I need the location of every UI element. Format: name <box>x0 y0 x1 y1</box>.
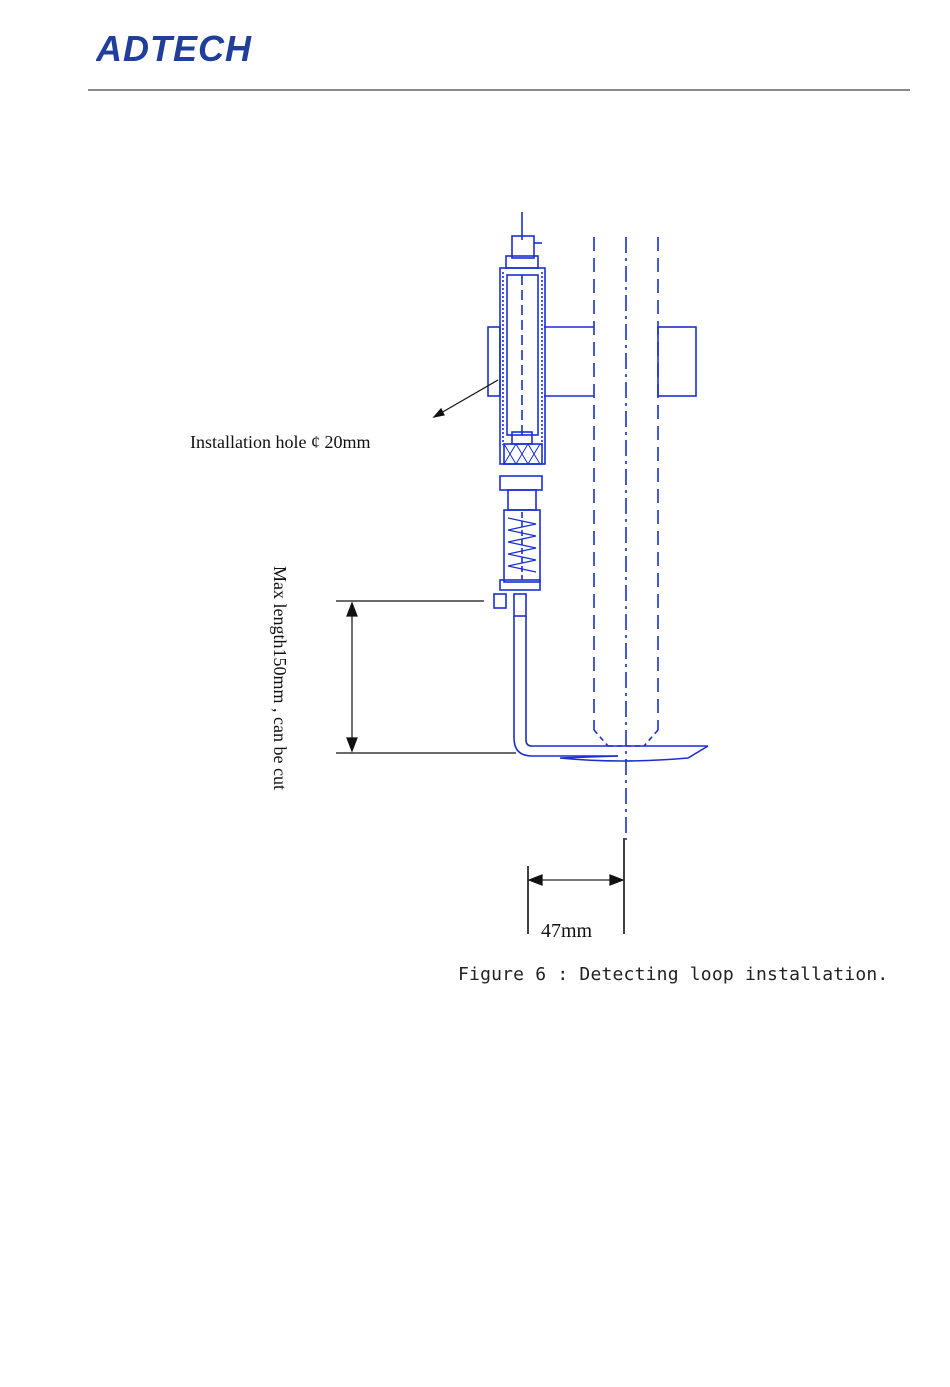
detecting-loop-plate <box>560 746 708 761</box>
holder-outer-flange <box>488 327 500 396</box>
lower-clip <box>494 594 506 608</box>
offset-arrow-left <box>529 875 542 885</box>
detecting-rod <box>514 616 618 756</box>
rod-head <box>514 594 526 616</box>
max-length-label: Max length150mm , can be cut <box>270 566 290 790</box>
coupler-ring <box>500 476 542 490</box>
nozzle-tip-right <box>644 730 658 746</box>
installation-hole-arrow <box>434 409 444 417</box>
installation-hole-leader <box>434 380 498 417</box>
max-length-arrow-bottom <box>347 738 357 751</box>
figure-caption: Figure 6 : Detecting loop installation. <box>458 964 888 985</box>
detecting-rod-inner <box>526 616 708 746</box>
coupler-body <box>508 490 536 510</box>
clamp-right-block <box>658 327 696 396</box>
offset-arrow-right <box>610 875 623 885</box>
nozzle-tip-left <box>594 730 608 746</box>
top-connector <box>512 236 534 258</box>
installation-hole-label: Installation hole ¢ 20mm <box>190 432 370 452</box>
max-length-arrow-top <box>347 603 357 616</box>
offset-label: 47mm <box>541 920 593 942</box>
knurl-pattern <box>504 444 540 464</box>
